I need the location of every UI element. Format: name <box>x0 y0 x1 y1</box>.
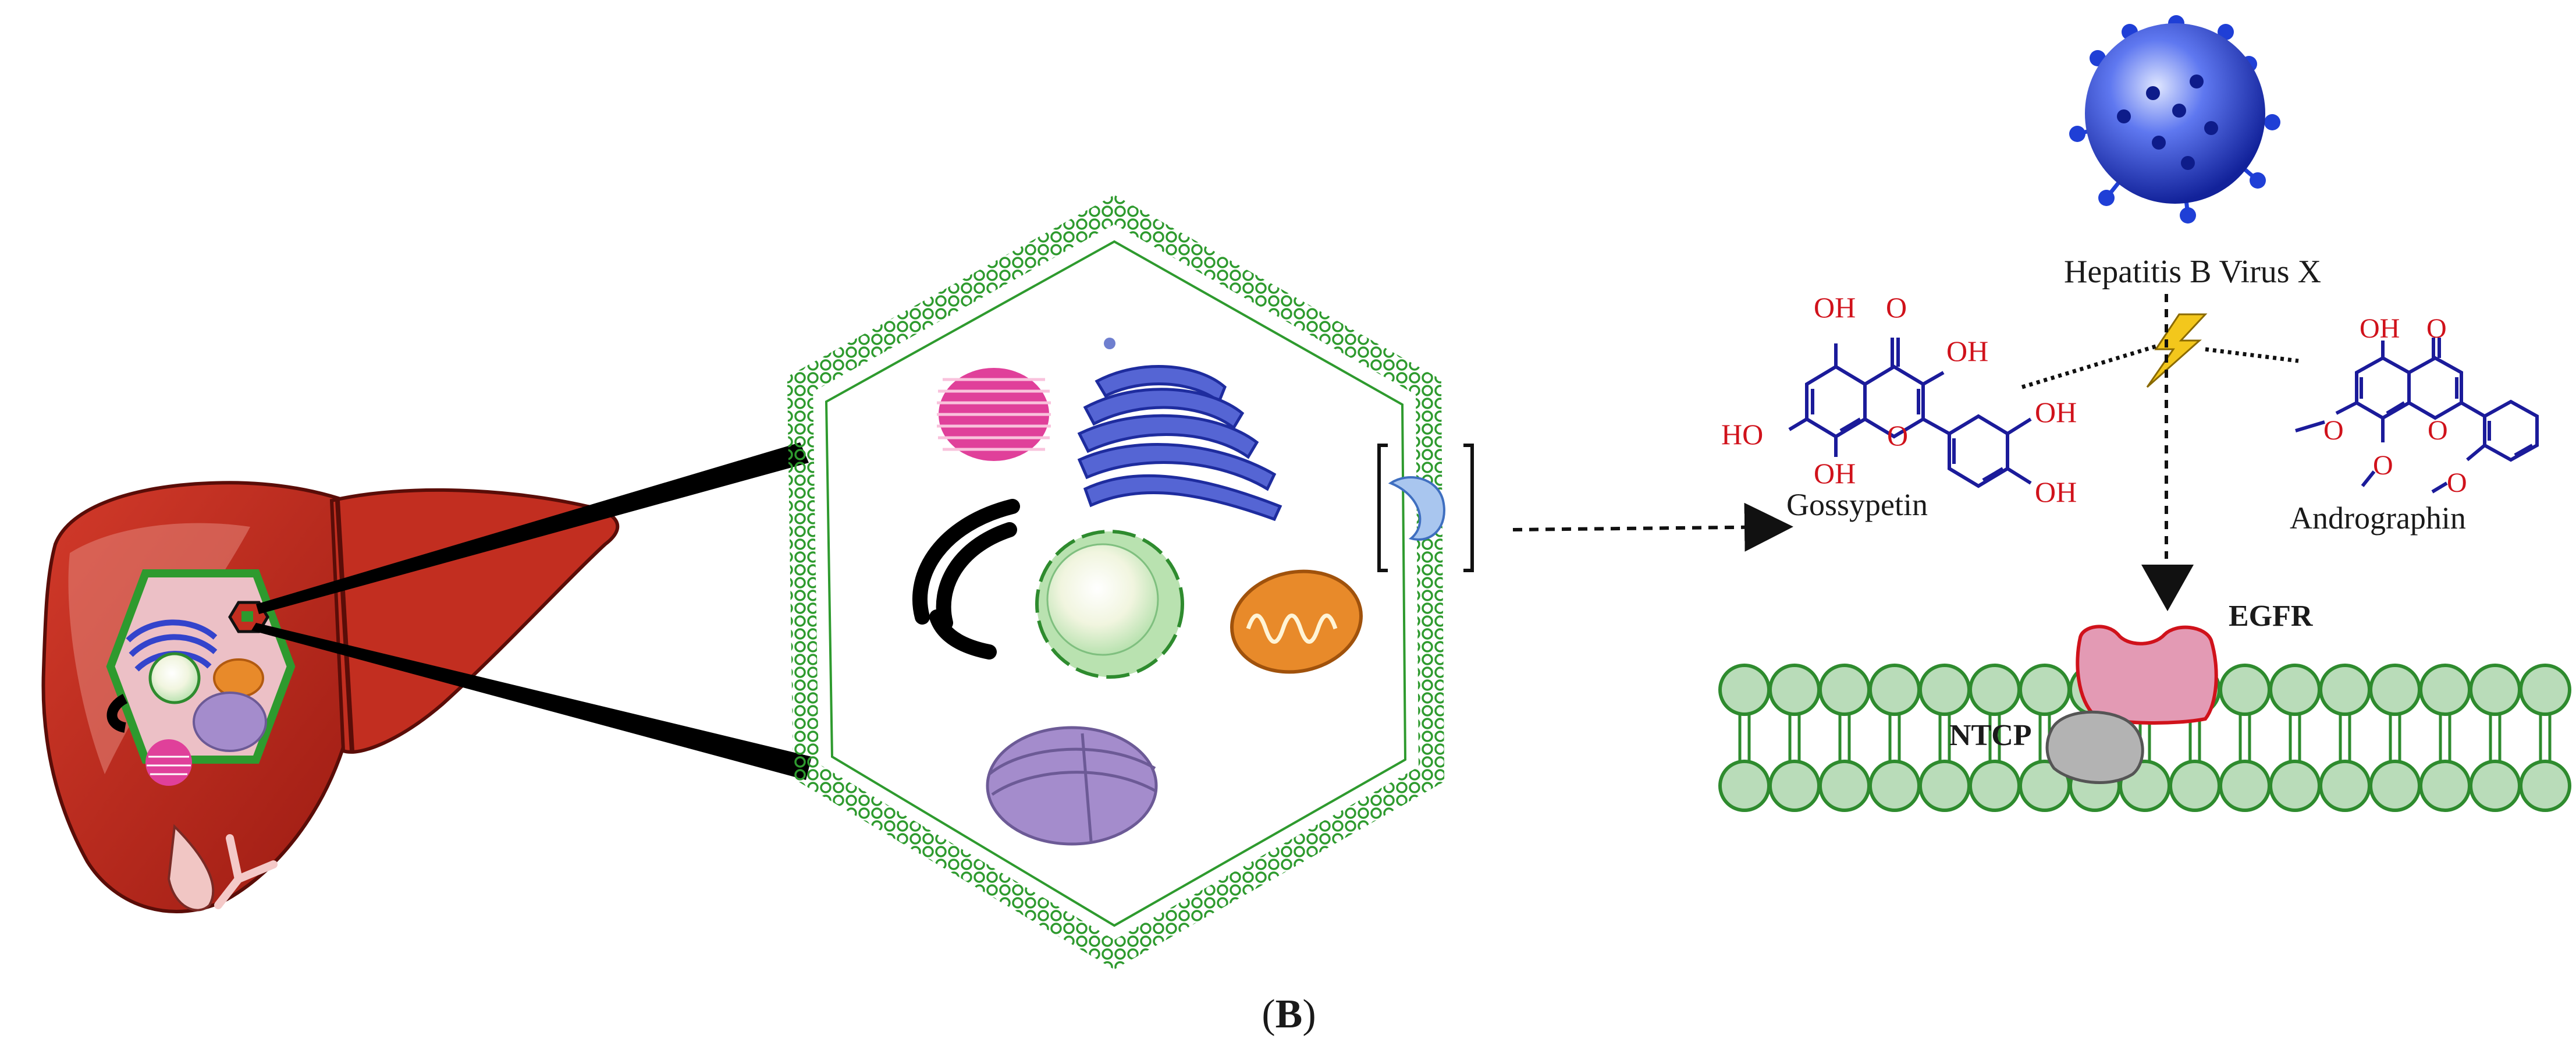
dashed-arrow-to-compounds <box>1512 502 1793 552</box>
andrographin-atom-o-carbonyl: O <box>2426 313 2447 344</box>
interaction-line-andrographin <box>2205 347 2299 363</box>
cell-wall-outer <box>787 194 1445 970</box>
lipid-head <box>1918 760 1971 812</box>
gossypetin-atom-o-ring: O <box>1887 419 1908 452</box>
gossypetin-atom-oh-3: OH <box>1946 335 1988 367</box>
andrographin-structure <box>2295 338 2539 494</box>
lipid-head <box>1818 664 1871 716</box>
lipid-head <box>1868 760 1921 812</box>
liver-ligament <box>335 500 354 751</box>
lipid-head <box>1918 664 1971 716</box>
egfr-receptor <box>2076 625 2218 725</box>
lipid-head <box>1768 760 1821 812</box>
lipid-tail <box>1788 714 1801 761</box>
lipid-tail <box>2289 714 2301 761</box>
smooth-er-black <box>912 499 1020 660</box>
virus-to-egfr-arrowhead <box>2141 565 2194 611</box>
lipid-head <box>2369 760 2421 812</box>
andrographin-atom-o-2p: O <box>2447 467 2467 498</box>
lipid-head <box>1718 664 1771 716</box>
lipid-head <box>1718 760 1771 812</box>
andrographin-atom-o-8: O <box>2373 450 2393 481</box>
lipid-tail <box>1938 714 1951 761</box>
gossypetin-structure <box>1788 338 2032 488</box>
andrographin-label: Andrographin <box>2290 501 2466 536</box>
rough-er-pink <box>937 368 1051 461</box>
gossypetin-atom-oh-top: OH <box>1814 291 1856 324</box>
gossypetin-atom-ho-7: HO <box>1721 418 1763 451</box>
gallbladder <box>167 824 215 912</box>
virus-label: Hepatitis B Virus X <box>2064 254 2321 290</box>
panel-label: (B) <box>1262 992 1316 1037</box>
lipid-head <box>2319 664 2371 716</box>
gossypetin-label: Gossypetin <box>1786 487 1928 522</box>
lipid-head <box>1969 664 2021 716</box>
lipid-tail <box>2239 714 2251 761</box>
vesicle <box>1104 338 1115 349</box>
andrographin-atom-o-7: O <box>2323 415 2344 446</box>
interaction-line-gossypetin <box>2021 344 2157 389</box>
gossypetin-atom-oh-4p: OH <box>2035 476 2077 508</box>
lipid-head <box>2169 760 2221 812</box>
liver-illustration <box>41 481 620 913</box>
gossypetin-atom-oh-3p: OH <box>2035 396 2077 428</box>
zoom-connector-bottom <box>251 623 812 780</box>
lipid-head <box>2469 664 2521 716</box>
lipid-head <box>2519 664 2571 716</box>
liver-left-lobe <box>329 488 620 754</box>
lipid-head <box>2219 664 2271 716</box>
lipid-head <box>2219 760 2271 812</box>
lipid-head <box>1969 760 2021 812</box>
membrane-receptor-inset <box>1377 444 1474 572</box>
lipid-tail <box>2439 714 2451 761</box>
zoom-connector-top <box>256 442 809 614</box>
nucleus <box>1035 530 1184 679</box>
lipid-head <box>1768 664 1821 716</box>
andrographin-atom-oh-5: OH <box>2360 313 2400 344</box>
lipid-head <box>2269 664 2321 716</box>
liver-cell-organelles <box>106 619 267 786</box>
hepatic-vessel <box>214 834 278 909</box>
hbv-virus <box>2069 15 2280 224</box>
lipid-head <box>1868 664 1921 716</box>
lipid-head <box>2519 760 2571 812</box>
golgi-apparatus <box>1077 365 1282 522</box>
lipid-head <box>2419 760 2471 812</box>
gossypetin-atom-oh-8: OH <box>1814 457 1856 490</box>
andrographin-atoms: OH O O O O O <box>2323 313 2467 498</box>
lipid-tail <box>1838 714 1851 761</box>
lipid-tail <box>2339 714 2351 761</box>
lipid-head <box>2319 760 2371 812</box>
ntcp-label: NTCP <box>1949 719 2032 752</box>
lipid-tail <box>1888 714 1901 761</box>
gossypetin-atoms: OH O OH HO O OH OH OH <box>1721 291 2077 508</box>
lipid-head <box>2269 760 2321 812</box>
lipid-tail <box>1738 714 1751 761</box>
lipid-tail <box>2539 714 2552 761</box>
vacuole-stack <box>986 726 1158 846</box>
lipid-head <box>2469 760 2521 812</box>
lipid-tail <box>2489 714 2502 761</box>
andrographin-atom-o-ring: O <box>2428 415 2448 446</box>
gossypetin-atom-o-carbonyl: O <box>1886 291 1907 324</box>
lipid-head <box>1818 760 1871 812</box>
lightning-bolt <box>2146 313 2208 388</box>
lipid-tail <box>2389 714 2401 761</box>
ntcp-transporter <box>2045 710 2144 784</box>
lipid-head <box>2019 664 2071 716</box>
mitochondrion <box>1230 569 1363 674</box>
egfr-label: EGFR <box>2229 600 2314 633</box>
lipid-head <box>2419 664 2471 716</box>
hepatocyte-enlarged <box>787 194 1474 970</box>
lipid-tail <box>1988 714 2001 761</box>
lipid-head <box>2369 664 2421 716</box>
